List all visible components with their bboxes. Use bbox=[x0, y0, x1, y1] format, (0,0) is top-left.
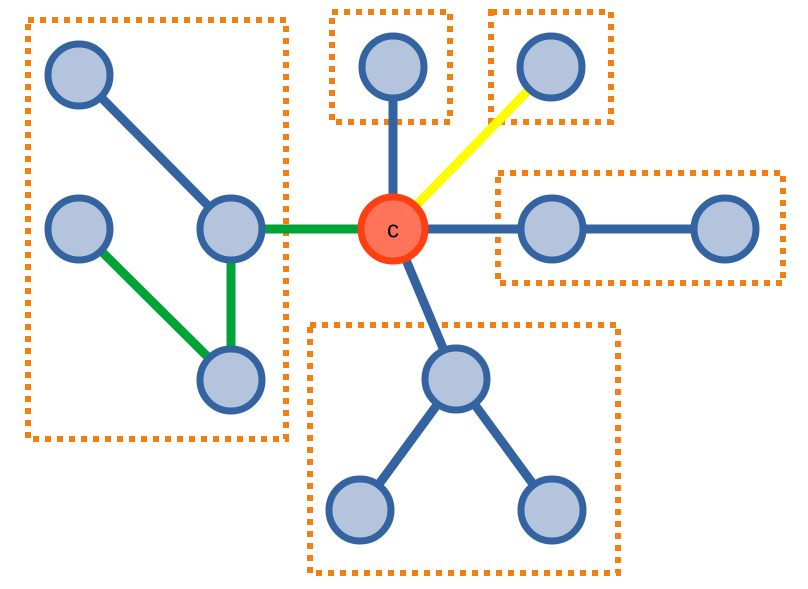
group-top-right-box bbox=[488, 9, 614, 125]
graph-node-n5 bbox=[358, 32, 428, 102]
center-node-circle bbox=[357, 193, 429, 265]
group-top-box bbox=[329, 9, 453, 125]
graph-node-n10 bbox=[325, 475, 395, 545]
graph-node-n7 bbox=[517, 194, 587, 264]
group-left-box bbox=[25, 17, 289, 442]
graph-nodes: c bbox=[44, 32, 760, 545]
center-node: c bbox=[357, 193, 429, 265]
graph-edges bbox=[75, 63, 725, 513]
center-node-label: c bbox=[387, 217, 399, 244]
graph-node-n6 bbox=[516, 32, 586, 102]
edge-n1-n2 bbox=[75, 71, 235, 233]
edge-n3-n4 bbox=[75, 225, 235, 384]
graph-node-n1 bbox=[44, 40, 114, 110]
graph-node-n9 bbox=[421, 344, 491, 414]
edge-n6-c bbox=[389, 63, 555, 233]
group-bottom-box bbox=[307, 322, 621, 576]
graph-node-n8 bbox=[690, 194, 760, 264]
graph-node-n3 bbox=[44, 194, 114, 264]
graph-node-n2 bbox=[196, 194, 266, 264]
graph-node-n11 bbox=[517, 475, 587, 545]
graph-node-n4 bbox=[196, 345, 266, 415]
